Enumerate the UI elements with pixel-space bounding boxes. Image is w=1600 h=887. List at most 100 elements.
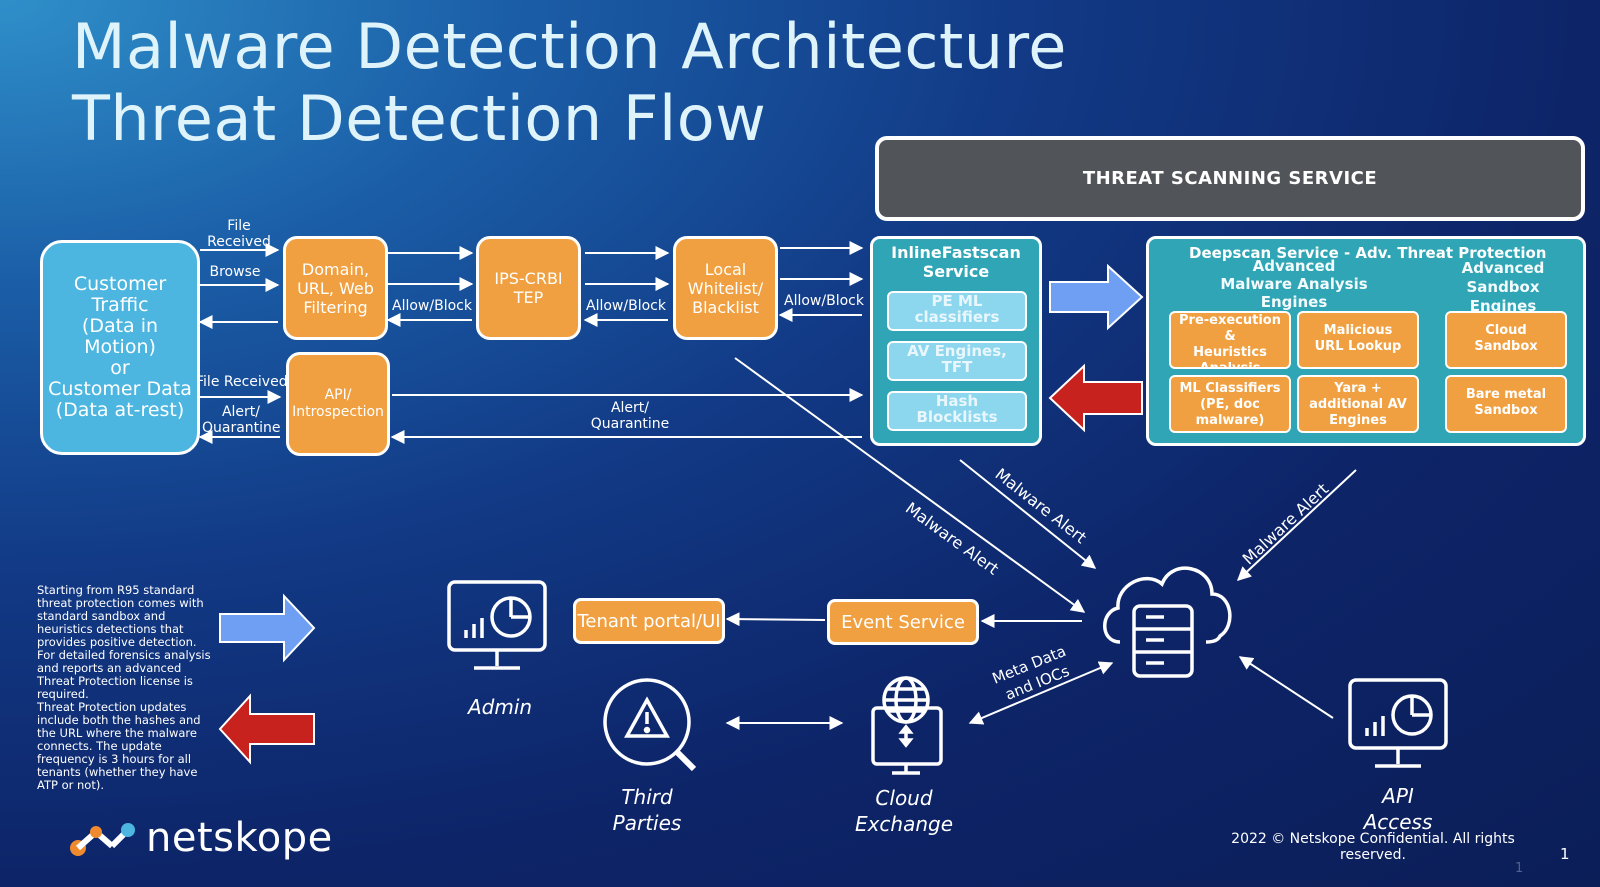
api-box-line-1: API/ xyxy=(324,387,352,403)
netskope-logo-icon xyxy=(70,823,135,856)
page-number-faint: 1 xyxy=(1515,861,1524,876)
local-line-2: Whitelist/ xyxy=(687,278,764,298)
label-alert-q-1b: Quarantine xyxy=(202,420,281,436)
arrow-event-tenant xyxy=(725,612,826,627)
yara-line-3: Engines xyxy=(1329,413,1387,428)
inline-item-hash-blocklists: Hash Blocklists xyxy=(887,391,1027,431)
copyright-line-2: reserved. xyxy=(1340,847,1406,863)
adv-malware-analysis-heading: Advanced Malware Analysis Engines xyxy=(1199,257,1389,311)
label-alert-q-1a: Alert/ xyxy=(221,404,261,420)
third-parties-label: Third Parties xyxy=(597,784,697,836)
local-line-3: Blacklist xyxy=(692,297,759,317)
label-alert-q-2b: Quarantine xyxy=(590,416,670,432)
copyright: 2022 © Netskope Confidential. All rights… xyxy=(1228,831,1518,863)
inline-item-2-line-2: Blocklists xyxy=(916,408,998,426)
customer-traffic-box: Customer Traffic (Data in Motion) or Cus… xyxy=(40,240,200,455)
arrow-meta-data xyxy=(968,661,1114,725)
mal-analysis-line-3: Engines xyxy=(1260,293,1328,311)
label-allow-block-2: Allow/Block xyxy=(586,298,666,314)
mal-analysis-line-1: Advanced xyxy=(1252,257,1336,275)
ips-line-2: TEP xyxy=(513,288,544,307)
legend-blue-arrow xyxy=(219,593,316,663)
customer-line-7: (Data at-rest) xyxy=(55,399,185,421)
note-line: Threat Protection license is xyxy=(37,674,193,688)
customer-line-2: Traffic xyxy=(91,294,149,316)
mal-url-line-2: URL Lookup xyxy=(1314,339,1402,354)
page-number: 1 xyxy=(1560,845,1570,863)
label-allow-block-3: Allow/Block xyxy=(784,293,864,309)
api-access-line-2: Access xyxy=(1363,810,1433,834)
note-line: include both the hashes and xyxy=(37,713,201,727)
tenant-portal-box: Tenant portal/UI xyxy=(573,598,725,644)
bare-line-1: Bare metal xyxy=(1465,387,1547,402)
cloud-ex-line-2: Exchange xyxy=(854,812,954,836)
ips-crbi-tep-box: IPS-CRBI TEP xyxy=(476,236,581,340)
deepscan-panel: Deepscan Service - Adv. Threat Protectio… xyxy=(1146,236,1586,446)
pre-exec-line-2: & xyxy=(1224,329,1236,344)
pre-exec-line-3: Heuristics xyxy=(1193,345,1267,360)
label-alert-q-2a: Alert/ xyxy=(610,400,650,416)
customer-line-4: Motion) xyxy=(84,336,156,358)
api-access-line-1: API xyxy=(1382,784,1414,808)
inline-item-2-line-1: Hash xyxy=(935,392,979,410)
inline-title-line-2: Service xyxy=(922,262,990,281)
globe-exchange-icon xyxy=(871,676,943,775)
local-line-1: Local xyxy=(704,259,747,279)
label-file-received-2: File Received xyxy=(196,374,288,390)
inline-title-line-1: InlineFastscan xyxy=(891,243,1021,262)
arrow-malware-alert-3 xyxy=(1236,469,1357,581)
admin-monitor-icon xyxy=(447,580,547,670)
yara-line-2: additional AV xyxy=(1309,397,1407,412)
deepscan-title: Deepscan Service - Adv. Threat Protectio… xyxy=(1189,244,1547,262)
inline-item-0-line-2: classifiers xyxy=(914,308,1000,326)
customer-line-1: Customer xyxy=(73,273,167,295)
sandbox-line-1: Advanced xyxy=(1461,259,1545,277)
yara-av-engines-box: Yara + additional AV Engines xyxy=(1297,375,1419,433)
note-line: Threat Protection updates xyxy=(37,700,187,714)
note-line: and reports an advanced xyxy=(37,661,182,675)
inline-title: InlineFastscan Service xyxy=(873,243,1039,281)
bare-metal-sandbox-box: Bare metal Sandbox xyxy=(1445,375,1567,433)
bare-line-2: Sandbox xyxy=(1474,403,1538,418)
note-line: connects. The update xyxy=(37,739,162,753)
third-line-2: Parties xyxy=(612,811,682,835)
ml-cls-line-3: malware) xyxy=(1195,413,1265,428)
blue-block-arrow xyxy=(1049,263,1144,331)
api-box-line-2: Introspection xyxy=(292,404,384,420)
note-line: heuristics detections that xyxy=(37,622,184,636)
title-line-2: Threat Detection Flow xyxy=(72,82,767,155)
sandbox-line-2: Sandbox xyxy=(1466,278,1540,296)
mal-analysis-line-2: Malware Analysis xyxy=(1220,275,1368,293)
title-line-1: Malware Detection Architecture xyxy=(72,10,1067,83)
domain-line-2: URL, Web xyxy=(297,278,374,298)
arrow-api-cloud xyxy=(1238,656,1334,719)
event-service-box: Event Service xyxy=(827,599,979,645)
cloud-sb-line-2: Sandbox xyxy=(1474,339,1538,354)
cloud-exchange-label: Cloud Exchange xyxy=(844,785,964,837)
label-file-received-a: File xyxy=(227,218,251,234)
domain-url-filtering-box: Domain, URL, Web Filtering xyxy=(283,236,388,340)
api-monitor-icon xyxy=(1348,678,1448,768)
ml-cls-line-2: (PE, doc xyxy=(1200,397,1260,412)
note-line: required. xyxy=(37,687,89,701)
third-line-1: Third xyxy=(621,785,673,809)
api-access-label: API Access xyxy=(1348,783,1448,835)
threat-scanning-service-header: THREAT SCANNING SERVICE xyxy=(875,136,1585,221)
adv-sandbox-heading: Advanced Sandbox Engines xyxy=(1443,259,1563,316)
sandbox-line-3: Engines xyxy=(1469,297,1537,315)
cloud-ex-line-1: Cloud xyxy=(875,786,933,810)
cloud-sandbox-box: Cloud Sandbox xyxy=(1445,311,1567,369)
api-introspection-box: API/ Introspection xyxy=(286,352,390,456)
note-line: Starting from R95 standard xyxy=(37,583,195,597)
note-line: For detailed forensics analysis xyxy=(37,648,211,662)
yara-line-1: Yara + xyxy=(1334,381,1382,396)
note-line: the URL where the malware xyxy=(37,726,197,740)
copyright-line-1: 2022 © Netskope Confidential. All rights xyxy=(1231,831,1515,847)
cloud-sb-line-1: Cloud xyxy=(1485,323,1527,338)
inline-item-1-line-1: AV Engines, xyxy=(907,342,1007,360)
domain-line-3: Filtering xyxy=(303,297,368,317)
arrow-malware-alert-2 xyxy=(959,459,1097,569)
atp-note: Starting from R95 standard threat protec… xyxy=(37,584,217,792)
note-line: standard sandbox and xyxy=(37,609,166,623)
